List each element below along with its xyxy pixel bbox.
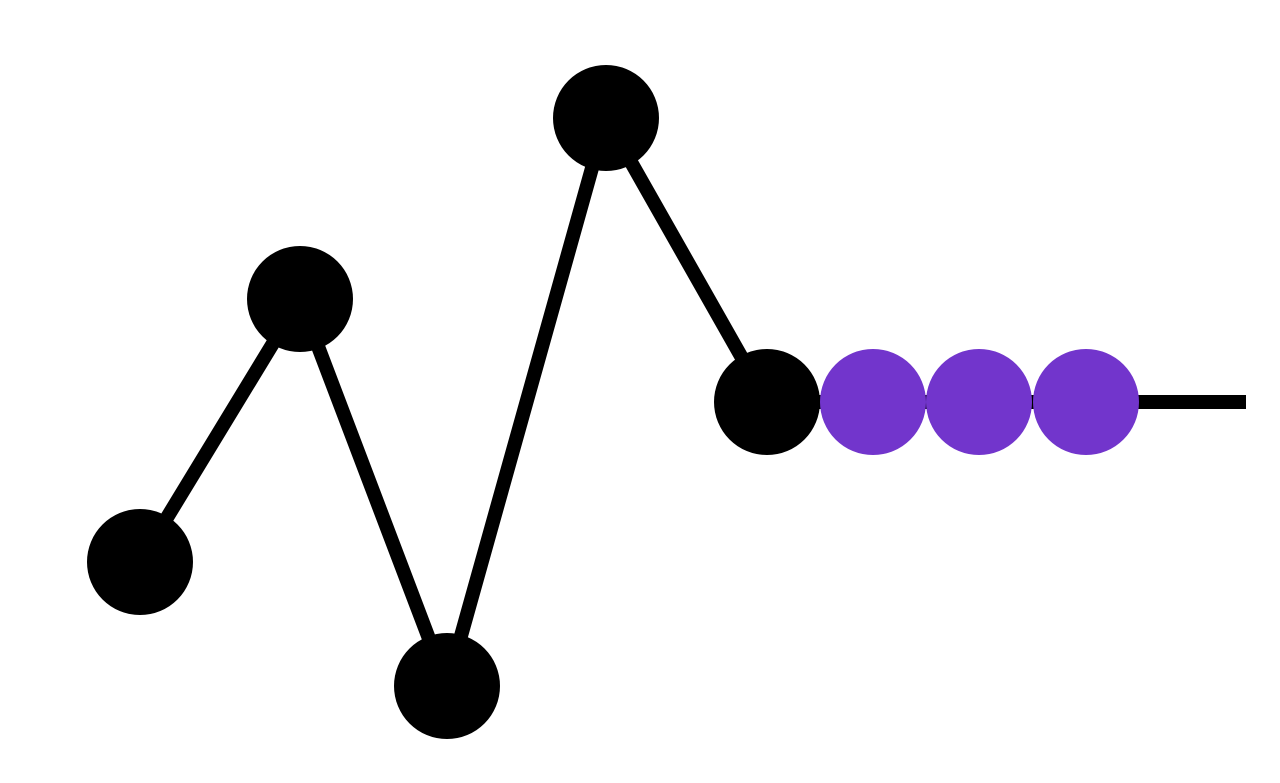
black-node-2 <box>247 246 353 352</box>
graph-nodes <box>87 65 1139 739</box>
zigzag-line <box>134 111 774 693</box>
purple-node-2 <box>926 349 1032 455</box>
purple-node-1 <box>820 349 926 455</box>
black-node-4 <box>553 65 659 171</box>
black-node-3 <box>394 633 500 739</box>
black-node-1 <box>87 509 193 615</box>
purple-node-3 <box>1033 349 1139 455</box>
black-node-5 <box>714 349 820 455</box>
